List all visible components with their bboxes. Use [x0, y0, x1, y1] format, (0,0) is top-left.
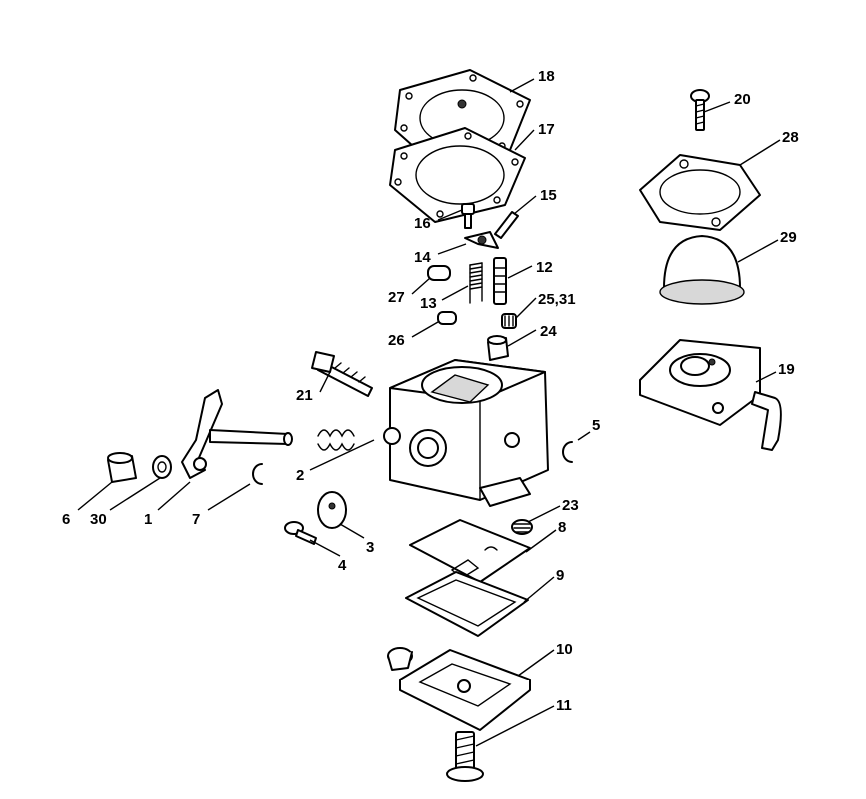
part-17-gasket: [389, 127, 526, 223]
part-14-lever: [464, 231, 499, 249]
part-28-flange: [639, 154, 761, 231]
callout-19: 19: [778, 361, 795, 378]
part-2-spring: [317, 429, 355, 451]
part-24-sleeve: [487, 335, 509, 361]
callout-7: 7: [192, 511, 200, 528]
callout-13: 13: [420, 295, 437, 312]
part-30-washer: [152, 455, 172, 479]
callout-23: 23: [562, 497, 579, 514]
callout-12: 12: [536, 259, 553, 276]
part-6-bushing: [107, 452, 137, 483]
part-7-clip: [252, 463, 263, 485]
callout-14: 14: [414, 249, 431, 266]
part-26-plug: [437, 311, 457, 325]
callout-11: 11: [556, 697, 572, 714]
callout-8: 8: [558, 519, 566, 536]
callout-20: 20: [734, 91, 751, 108]
part-3-disc: [317, 491, 347, 529]
callout-25-31: 25,31: [538, 291, 576, 308]
part-13-spring: [469, 262, 483, 304]
callout-29: 29: [780, 229, 797, 246]
callout-27: 27: [388, 289, 405, 306]
part-20-screw: [690, 89, 710, 131]
part-5-clip: [562, 441, 573, 463]
callout-6: 6: [62, 511, 70, 528]
callout-9: 9: [556, 567, 564, 584]
part-1-throttle-shaft: [181, 389, 293, 479]
leader-lines: [77, 78, 781, 747]
callout-17: 17: [538, 121, 555, 138]
callout-24: 24: [540, 323, 557, 340]
part-12-needle: [493, 257, 507, 305]
callout-15: 15: [540, 187, 557, 204]
part-10-cover: [387, 647, 531, 731]
part-23-screen: [511, 519, 533, 535]
part-29-primer-bulb: [659, 235, 745, 305]
part-15-pin: [494, 211, 519, 239]
callout-1: 1: [144, 511, 152, 528]
callout-18: 18: [538, 68, 555, 85]
part-16-screw: [461, 203, 475, 229]
part-19-pump-housing: [639, 339, 782, 451]
callouts: 18 17 15 16 14 12 27 13 25,31 26 24 21 2…: [62, 68, 799, 714]
callout-5: 5: [592, 417, 600, 434]
callout-21: 21: [296, 387, 313, 404]
part-9-gasket: [405, 571, 529, 637]
callout-28: 28: [782, 129, 799, 146]
callout-30: 30: [90, 511, 107, 528]
callout-26: 26: [388, 332, 405, 349]
part-27-plug: [427, 265, 451, 281]
callout-10: 10: [556, 641, 573, 658]
callout-16: 16: [414, 215, 431, 232]
part-11-screw: [446, 731, 484, 782]
callout-4: 4: [338, 557, 347, 574]
carburetor-body: [383, 359, 549, 507]
callout-2: 2: [296, 467, 304, 484]
part-25-31-screen: [501, 313, 517, 329]
callout-3: 3: [366, 539, 374, 556]
